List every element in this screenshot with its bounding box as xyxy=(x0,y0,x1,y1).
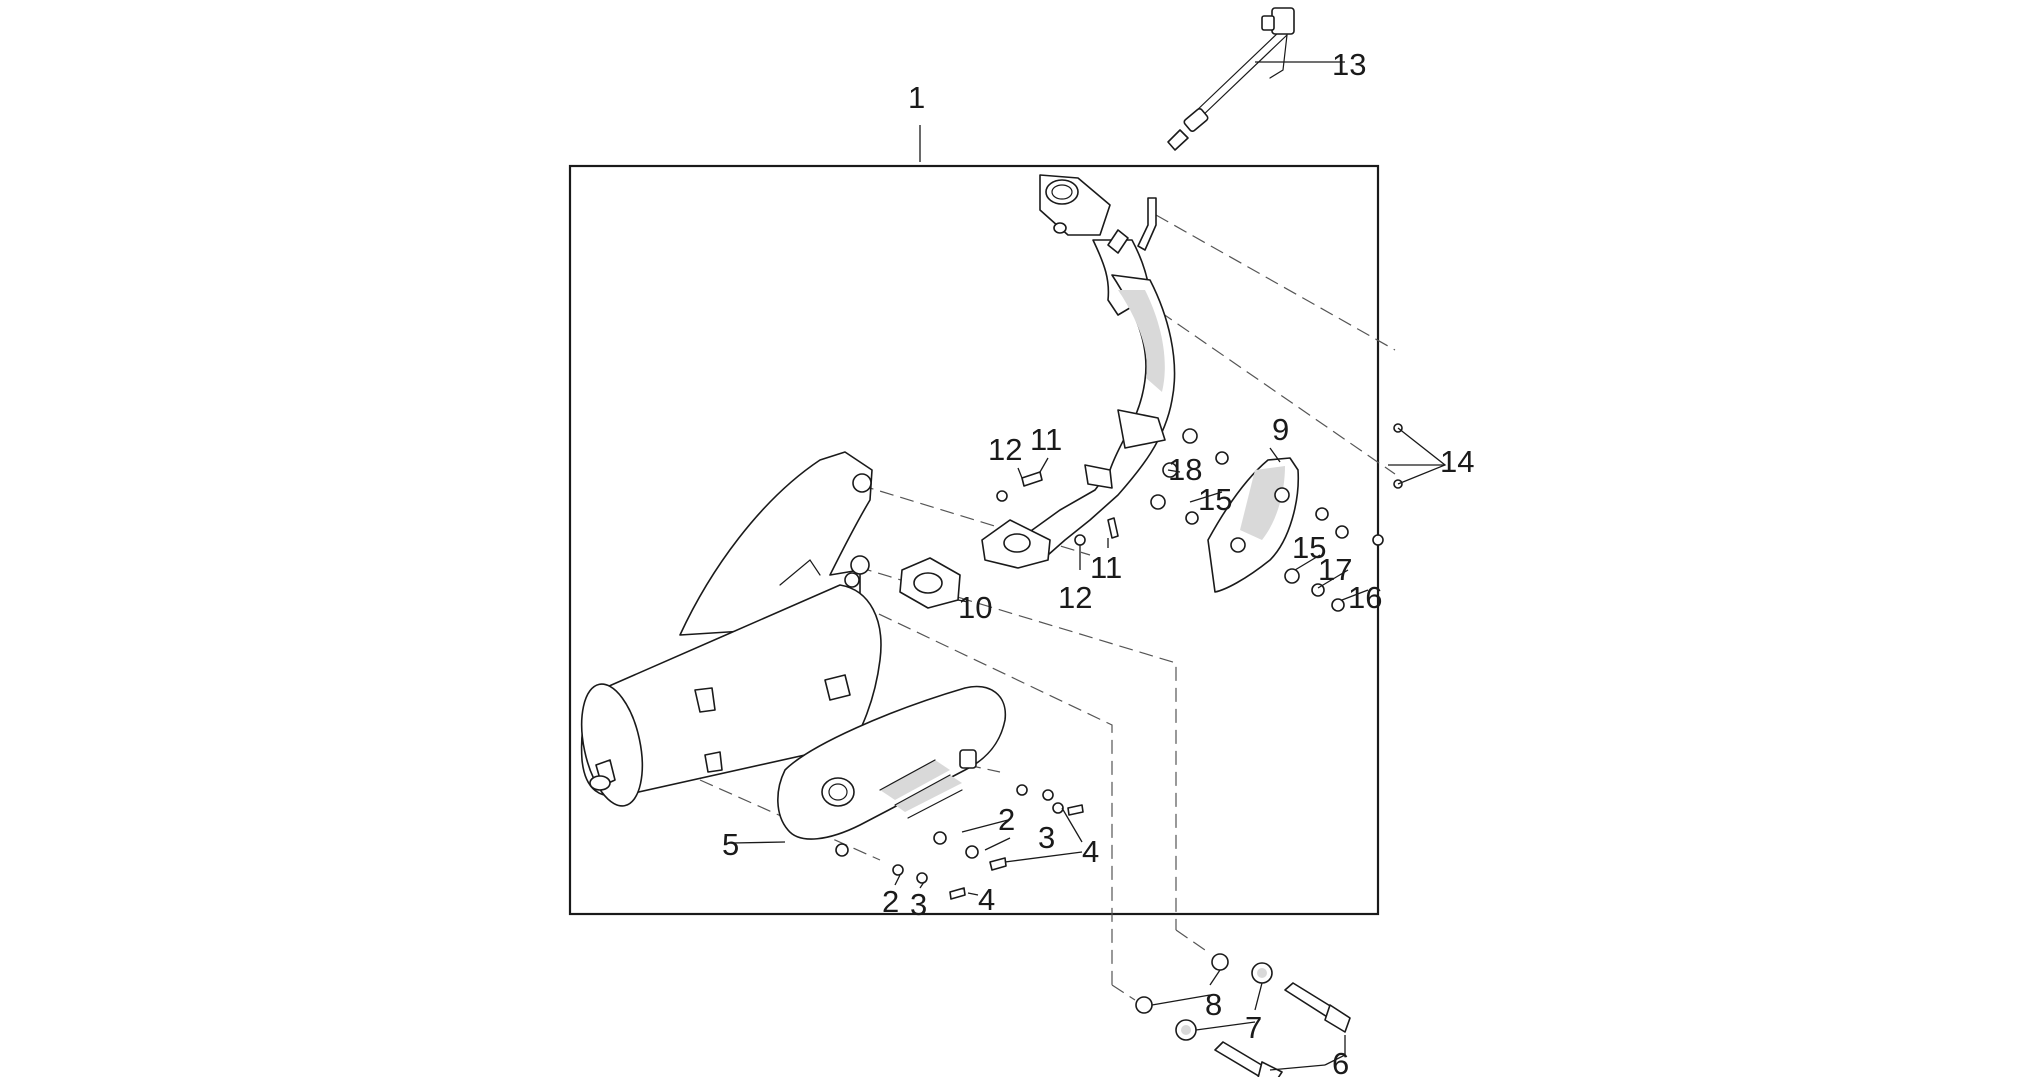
callout-16: 16 xyxy=(1348,580,1382,615)
callout-12-upper: 12 xyxy=(988,432,1022,467)
muffler-bracket xyxy=(679,451,873,636)
muffler-body xyxy=(580,584,882,807)
exhaust-gasket xyxy=(899,557,961,609)
callout-7: 7 xyxy=(1245,1010,1262,1045)
callout-11-upper: 11 xyxy=(1030,422,1062,457)
callout-17: 17 xyxy=(1318,552,1352,587)
callout-8: 8 xyxy=(1205,987,1222,1022)
callout-3-right: 3 xyxy=(1038,820,1055,855)
callout-12-lower: 12 xyxy=(1058,580,1092,615)
hardware-group xyxy=(892,423,1403,900)
callout-2-left: 2 xyxy=(882,884,899,919)
callout-1: 1 xyxy=(908,80,925,115)
callout-3-left: 3 xyxy=(910,887,927,922)
callout-9: 9 xyxy=(1272,412,1289,447)
callout-10: 10 xyxy=(958,590,992,625)
callout-11-lower: 11 xyxy=(1090,550,1122,585)
callout-13: 13 xyxy=(1332,47,1366,82)
muffler-cover xyxy=(777,685,1007,857)
callout-5: 5 xyxy=(722,827,739,862)
callout-4-right: 4 xyxy=(1082,834,1099,869)
heat-shield xyxy=(1207,457,1300,593)
callout-6: 6 xyxy=(1332,1046,1349,1077)
callout-15-upper: 15 xyxy=(1198,482,1232,517)
callout-15-lower: 15 xyxy=(1292,530,1326,565)
callout-18: 18 xyxy=(1168,452,1202,487)
oxygen-sensor xyxy=(1167,7,1295,151)
callout-4-left: 4 xyxy=(978,882,995,917)
leader-lines xyxy=(731,61,1447,1071)
callout-labels: 1 13 14 9 12 11 11 12 10 18 15 15 17 16 … xyxy=(722,47,1474,1077)
mounting-bolts xyxy=(1135,953,1351,1077)
callout-2-right: 2 xyxy=(998,802,1015,837)
callout-14: 14 xyxy=(1440,444,1474,479)
exhaust-header-pipe xyxy=(981,174,1176,569)
